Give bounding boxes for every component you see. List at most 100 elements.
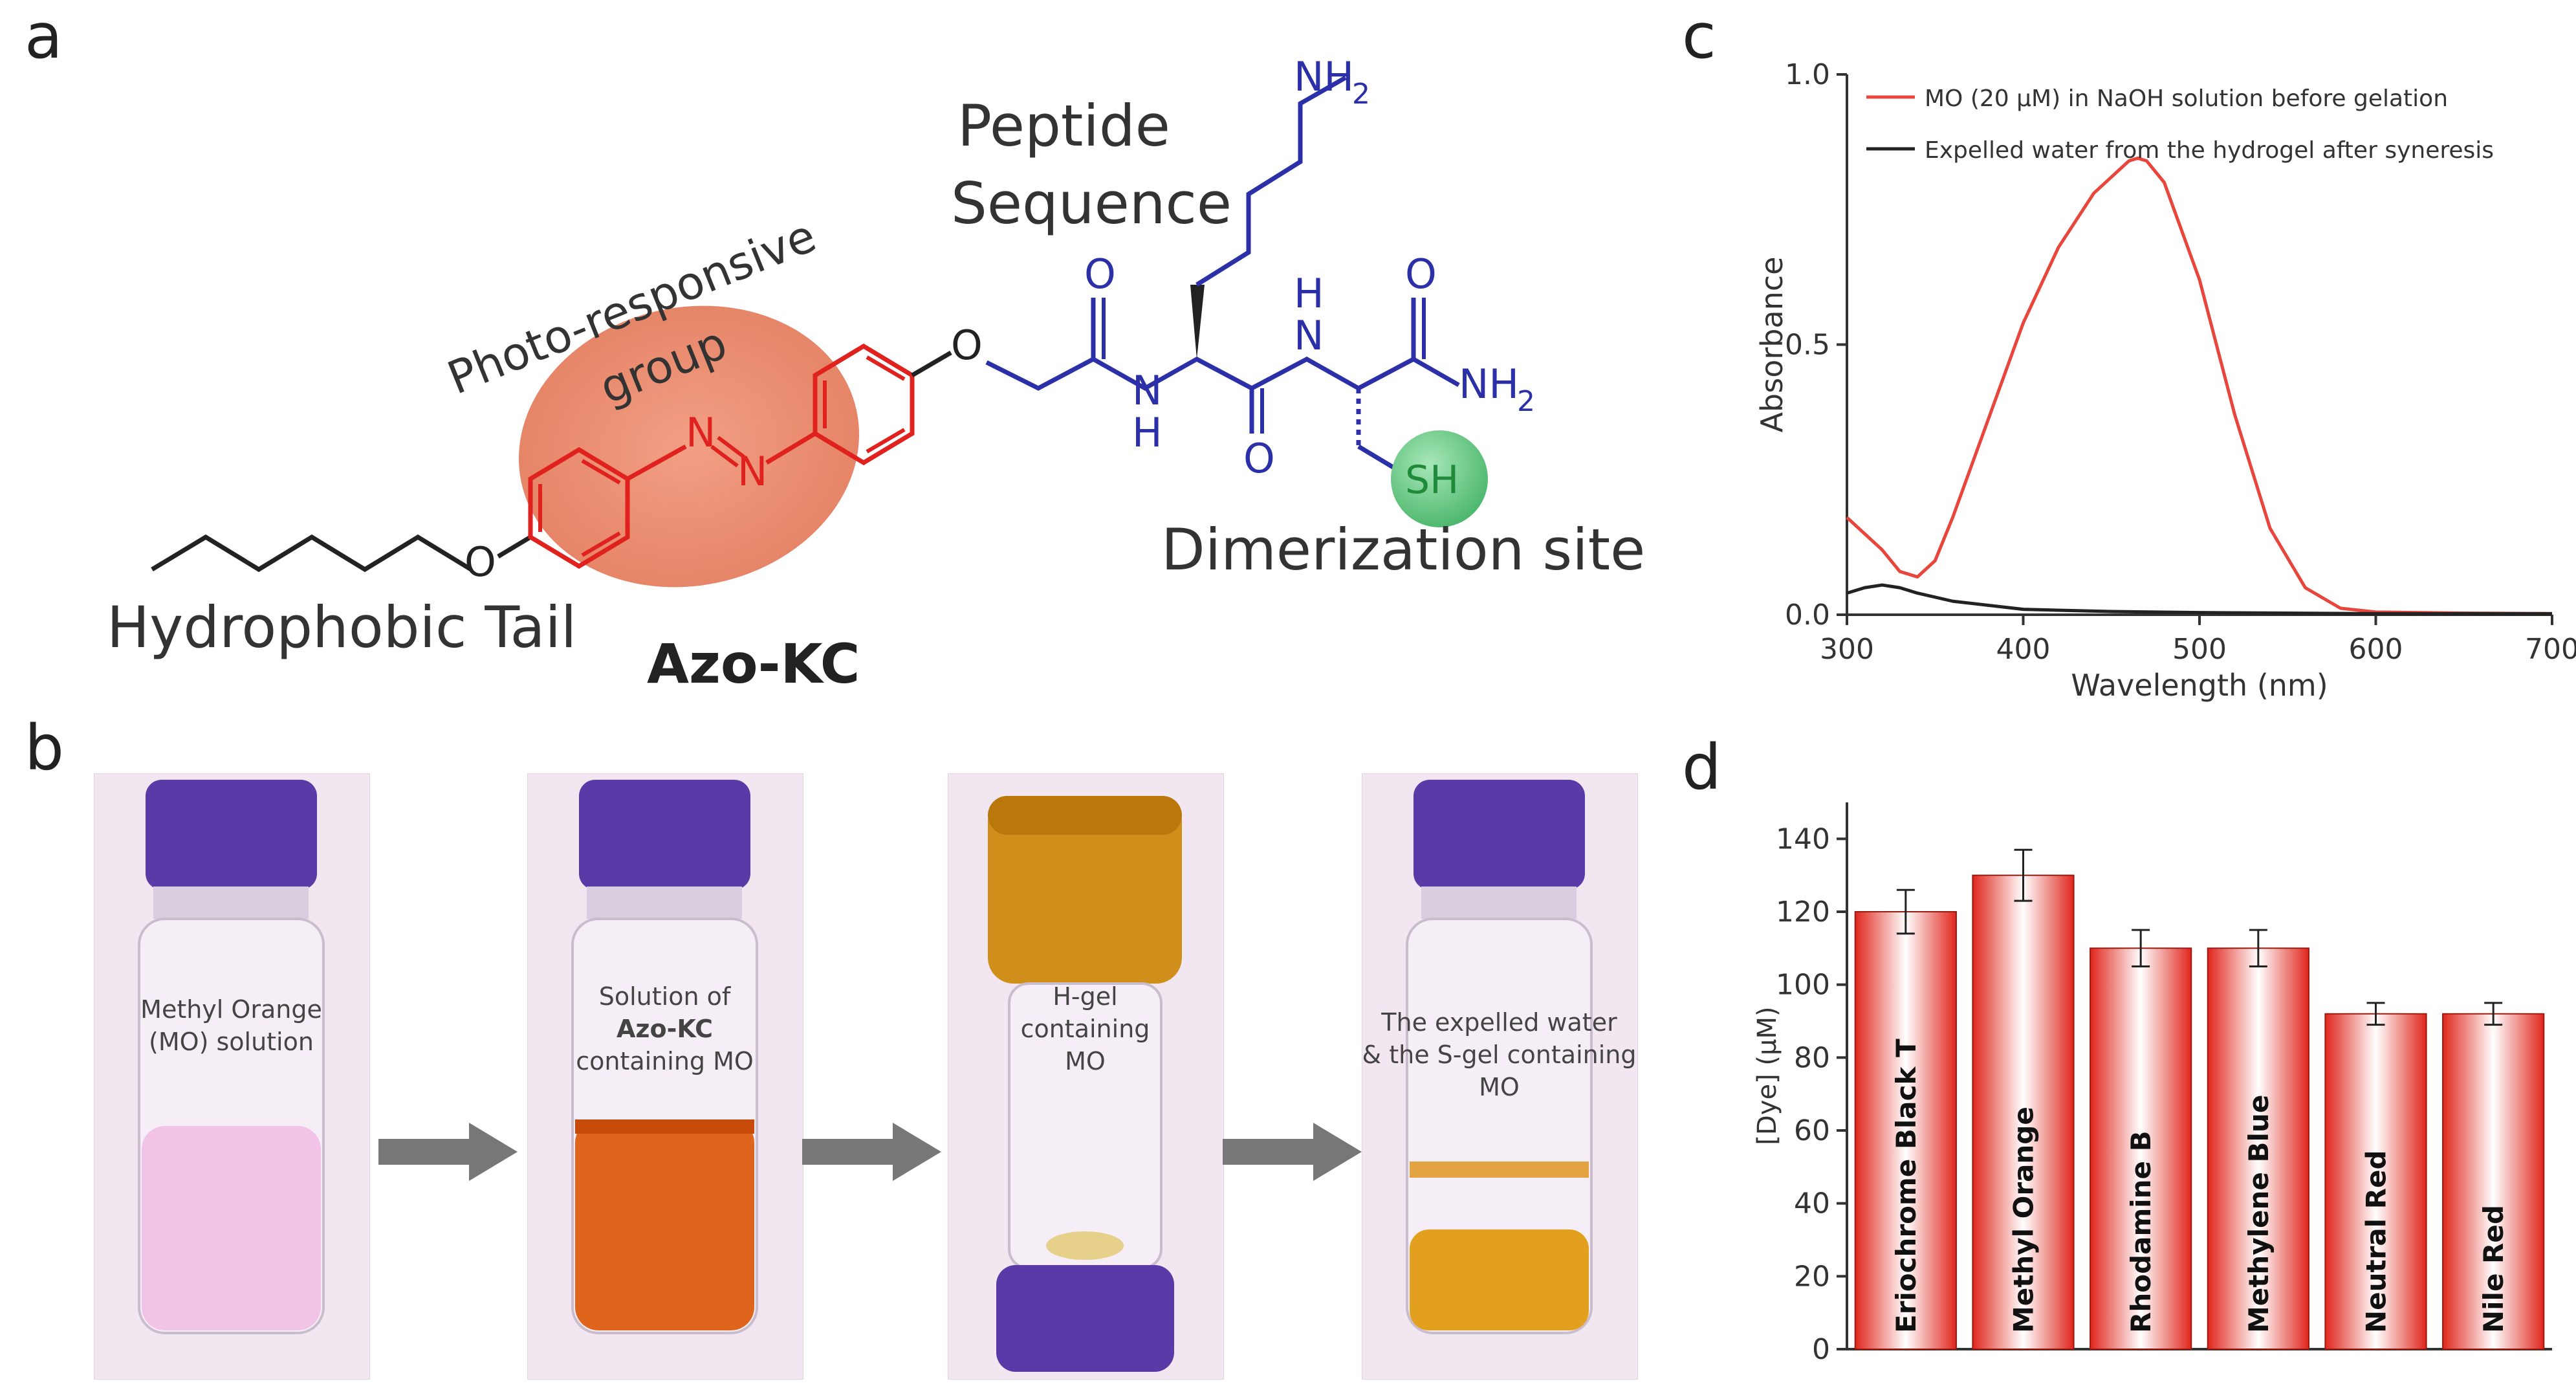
bar-label-6: Nile Red	[2478, 1205, 2509, 1333]
lysine-amine-sub: 2	[1352, 78, 1370, 111]
arrow-1-icon	[378, 1123, 518, 1181]
vial-4-cap	[1414, 780, 1585, 890]
bar-y-tick-label: 100	[1776, 969, 1830, 1002]
azo-bond-2	[765, 431, 816, 465]
bar-5	[2324, 1013, 2427, 1350]
ether-oxygen: O	[951, 322, 983, 369]
bar-y-axis-label: [Dye] (μM)	[1752, 1006, 1782, 1145]
series-line-1	[1846, 156, 2553, 615]
left-ring-double-3	[581, 531, 621, 557]
hydrophobic-tail-chain	[151, 534, 472, 573]
dimer-label: Dimerization site	[1161, 516, 1645, 583]
azo-kc-structure: O N N O O N H NH 2 O H N O NH 2 SH Pepti…	[107, 53, 1645, 696]
lysine-amine: NH	[1294, 53, 1354, 100]
vial-4-drawing	[1406, 780, 1593, 1334]
vial-3-caption: H-gel containing MO	[1020, 982, 1150, 1075]
azo-bond-1	[626, 444, 687, 481]
bar-y-tick-label: 80	[1794, 1041, 1830, 1074]
legend-label-1: MO (20 μM) in NaOH solution before gelat…	[1925, 85, 2448, 112]
y-tick-label: 0.5	[1785, 329, 1830, 362]
y-tick-label: 0.0	[1785, 599, 1830, 632]
bar-y-tick-label: 0	[1812, 1333, 1830, 1366]
bar-2	[1972, 874, 2075, 1350]
bar-label-5: Neutral Red	[2361, 1150, 2392, 1333]
bar-6	[2442, 1013, 2545, 1350]
vial-1-drawing	[138, 780, 325, 1334]
bar-label-1: Eriochrome Black T	[1890, 1039, 1922, 1333]
carbonyl-oxygen-2: O	[1243, 435, 1275, 482]
c-terminal-amide-sub: 2	[1517, 385, 1535, 418]
vial-sequence: Methyl Orange (MO) solution Solution of …	[0, 764, 1682, 1385]
photo-responsive-oval	[518, 305, 860, 588]
absorbance-chart: 300 400 500 600 700 0.0 0.5 1.0 MO (20 μM) in N…	[1754, 58, 2576, 703]
bar-label-2: Methyl Orange	[2008, 1107, 2040, 1333]
bar-y-tick-label: 120	[1776, 896, 1830, 929]
vial-3-gel-top	[988, 796, 1182, 984]
c-terminal-bond	[1412, 357, 1460, 388]
vial-1-liquid	[142, 1126, 321, 1330]
peptide-label-line1: Peptide	[957, 93, 1170, 159]
vial-2-drawing	[571, 780, 758, 1334]
bar-y-tick-label: 140	[1776, 822, 1830, 855]
lysine-chain	[1195, 75, 1347, 287]
x-tick-label: 300	[1820, 633, 1874, 666]
vial-2-liquid	[575, 1119, 754, 1330]
x-axis-label: Wavelength (nm)	[2071, 668, 2328, 703]
panel-letter-a: a	[25, 0, 63, 72]
peptide-backbone	[985, 357, 1415, 391]
dye-bar-chart: 0 20 40 60 80 100 120 140 Eriochrome Black T Met…	[1752, 802, 2552, 1366]
azo-double-bond-a	[710, 445, 739, 468]
compound-name: Azo-KC	[647, 632, 860, 696]
bar-label-4: Methylene Blue	[2243, 1095, 2275, 1333]
lysine-wedge	[1190, 285, 1205, 359]
x-tick-label: 700	[2525, 633, 2576, 666]
amide-h-1: H	[1132, 409, 1162, 456]
vial-3-drawing	[988, 796, 1182, 1372]
x-tick-label: 600	[2349, 633, 2403, 666]
vial-3-cap	[996, 1265, 1174, 1372]
panel-letter-b: b	[25, 712, 64, 784]
thiol-sphere	[1391, 430, 1488, 527]
azo-nitrogen-1: N	[686, 409, 715, 456]
thiol-label: SH	[1405, 457, 1459, 503]
peptide-label-line2: Sequence	[951, 170, 1232, 237]
amide-n-1: N	[1132, 367, 1162, 414]
tail-o-bond	[497, 534, 532, 559]
x-tick-label: 400	[1996, 633, 2051, 666]
x-tick-label: 500	[2172, 633, 2227, 666]
vial-4-gel	[1410, 1229, 1589, 1330]
amide-h-2: H	[1294, 270, 1324, 317]
vial-1-cap	[146, 780, 317, 890]
y-axis-label: Absorbance	[1754, 257, 1789, 433]
carbonyl-oxygen-1: O	[1084, 250, 1116, 298]
left-ring-double-2	[581, 459, 621, 485]
vial-2-caption: Solution of Azo-KC containing MO	[576, 982, 754, 1075]
tail-label: Hydrophobic Tail	[107, 594, 576, 661]
y-tick-label: 1.0	[1785, 58, 1830, 91]
arrow-3-icon	[1223, 1123, 1362, 1181]
bar-label-3: Rhodamine B	[2125, 1130, 2157, 1333]
tail-oxygen: O	[464, 538, 496, 586]
bar-4	[2207, 947, 2309, 1350]
azo-nitrogen-2: N	[737, 448, 767, 495]
panel-letter-c: c	[1682, 0, 1716, 72]
ring-o-bond	[911, 350, 952, 378]
carbonyl-oxygen-3: O	[1405, 250, 1437, 298]
bar-y-tick-label: 20	[1794, 1260, 1830, 1293]
legend-label-2: Expelled water from the hydrogel after s…	[1925, 137, 2494, 164]
vial-4-caption: The expelled water & the S-gel containin…	[1362, 1008, 1637, 1101]
bar-y-tick-label: 60	[1794, 1114, 1830, 1147]
vial-1-caption: Methyl Orange (MO) solution	[140, 995, 322, 1056]
azo-double-bond-b	[717, 435, 745, 459]
bar-1	[1854, 911, 1957, 1350]
c-terminal-amide: NH	[1459, 360, 1519, 408]
series-line-2	[1846, 583, 2552, 615]
arrow-2-icon	[802, 1123, 941, 1181]
vial-2-cap	[579, 780, 750, 890]
bar-y-tick-label: 40	[1794, 1187, 1830, 1220]
amide-n-2: N	[1294, 312, 1324, 359]
panel-letter-d: d	[1682, 731, 1721, 804]
right-ring-double-3	[866, 428, 906, 454]
right-ring-double-2	[866, 355, 906, 381]
vial-4-water-layer	[1410, 1162, 1589, 1178]
